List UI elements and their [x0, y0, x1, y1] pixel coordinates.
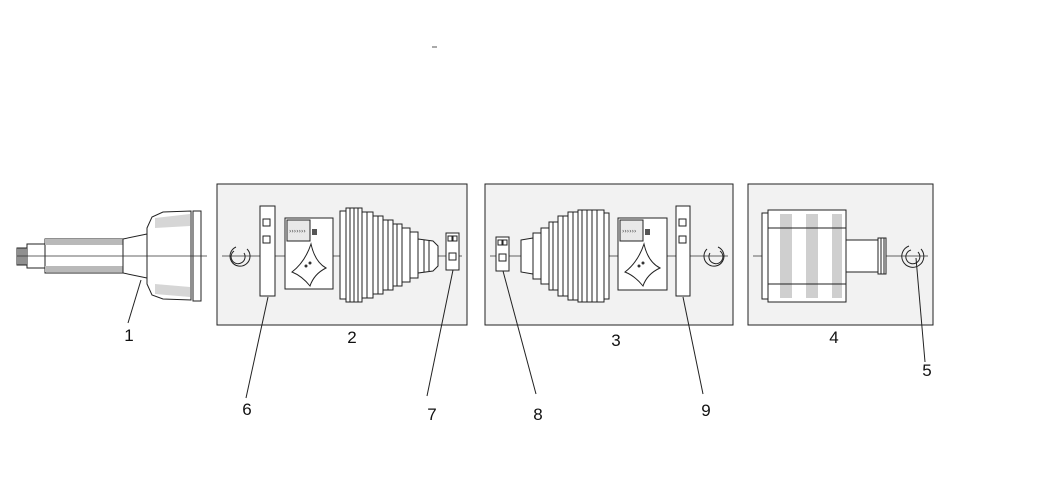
- callout-8: 8: [533, 405, 542, 424]
- outer-cv-joint: [16, 210, 202, 324]
- inner-boot-kit-box: ››››››: [484, 183, 734, 326]
- callout-6: 6: [242, 400, 251, 419]
- svg-text:››››››: ››››››: [622, 228, 636, 235]
- leader-8: [502, 270, 537, 395]
- callout-3: 3: [611, 331, 620, 350]
- leader-6: [245, 296, 269, 399]
- inner-joint-kit-box: [747, 183, 934, 326]
- callout-5: 5: [922, 361, 931, 380]
- leader-9: [682, 296, 704, 395]
- boot-bellows-3: [520, 209, 610, 303]
- callout-2: 2: [347, 328, 356, 347]
- callout-7: 7: [427, 405, 436, 424]
- leader-7: [426, 269, 454, 397]
- svg-text:›››››››: ›››››››: [289, 228, 306, 235]
- callout-4: 4: [829, 328, 838, 347]
- callout-1: 1: [124, 326, 133, 345]
- leader-5: [915, 257, 926, 363]
- boot-bellows-2: [339, 207, 439, 303]
- callout-9: 9: [701, 401, 710, 420]
- outer-boot-kit-box: ›››››››: [216, 183, 468, 326]
